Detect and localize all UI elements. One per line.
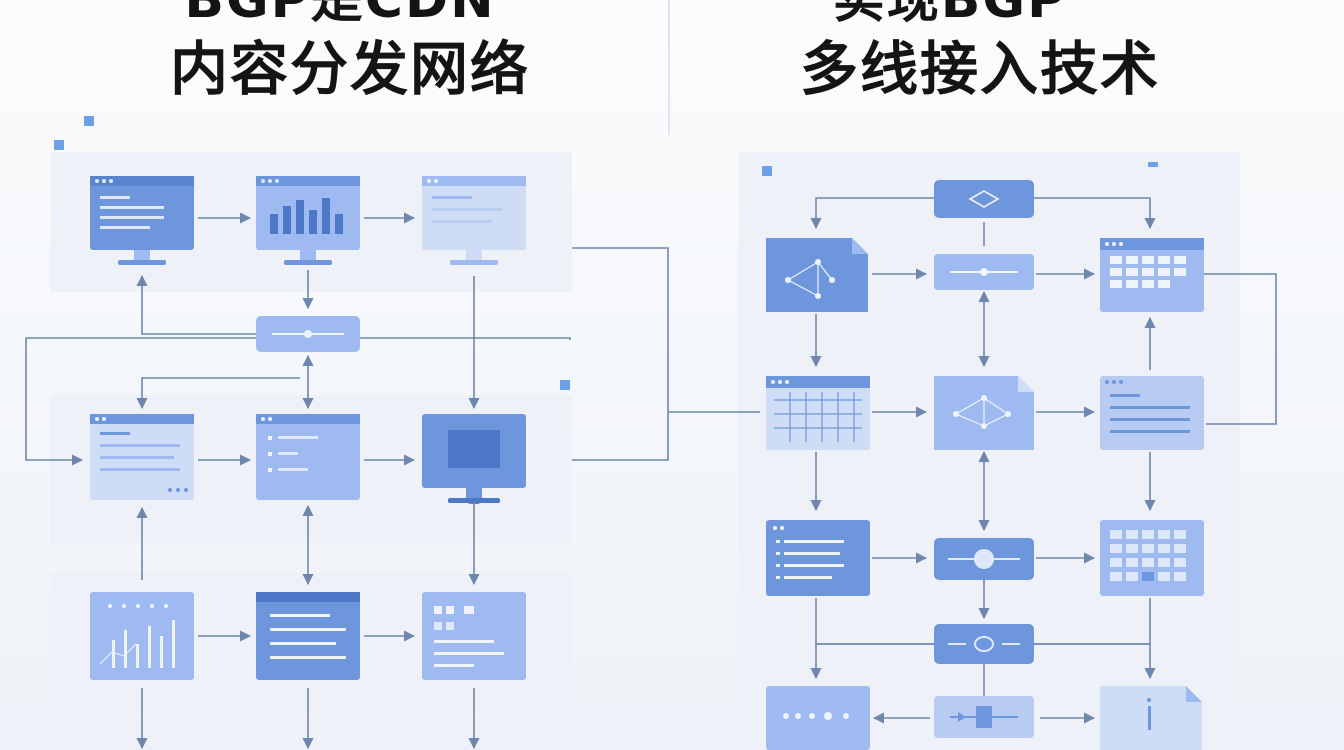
bar-chart-monitor-icon [90,592,194,680]
list-panel-icon [1100,376,1204,450]
calendar-grid-icon [1100,238,1204,312]
calendar-grid-icon [1100,520,1204,596]
list-panel-icon [422,592,526,680]
document-icon [1100,686,1202,750]
calendar-grid-icon [766,376,870,450]
title-divider [668,0,670,135]
slider-icon [934,538,1034,580]
list-panel-icon [256,592,360,680]
accent-square [762,166,772,176]
right-title-top: 实现BGP [832,0,1068,30]
right-connectors [810,197,1277,724]
slider-icon [256,316,360,352]
list-panel-icon [422,176,526,265]
list-panel-icon [766,520,870,596]
list-panel-icon [90,414,194,500]
left-title-main: 内容分发网络 [169,35,530,103]
slider-icon [934,696,1034,738]
accent-square [84,116,94,126]
accent-square [54,140,64,150]
right-title-main: 多线接入技术 [799,35,1160,103]
monitor-icon [90,176,194,265]
bar-chart-monitor-icon [256,176,360,265]
accent-square [560,380,570,390]
dots-row-icon [766,686,870,750]
left-title-top: BGP是CDN [184,0,496,30]
slider-icon [934,254,1034,290]
network-graph-icon [766,238,868,312]
accent-square [1148,162,1158,167]
monitor-icon [422,414,526,503]
network-graph-icon [934,376,1034,450]
left-connectors [25,212,760,750]
list-panel-icon [256,414,360,500]
diamond-decision-icon [934,180,1034,218]
slider-icon [934,624,1034,664]
